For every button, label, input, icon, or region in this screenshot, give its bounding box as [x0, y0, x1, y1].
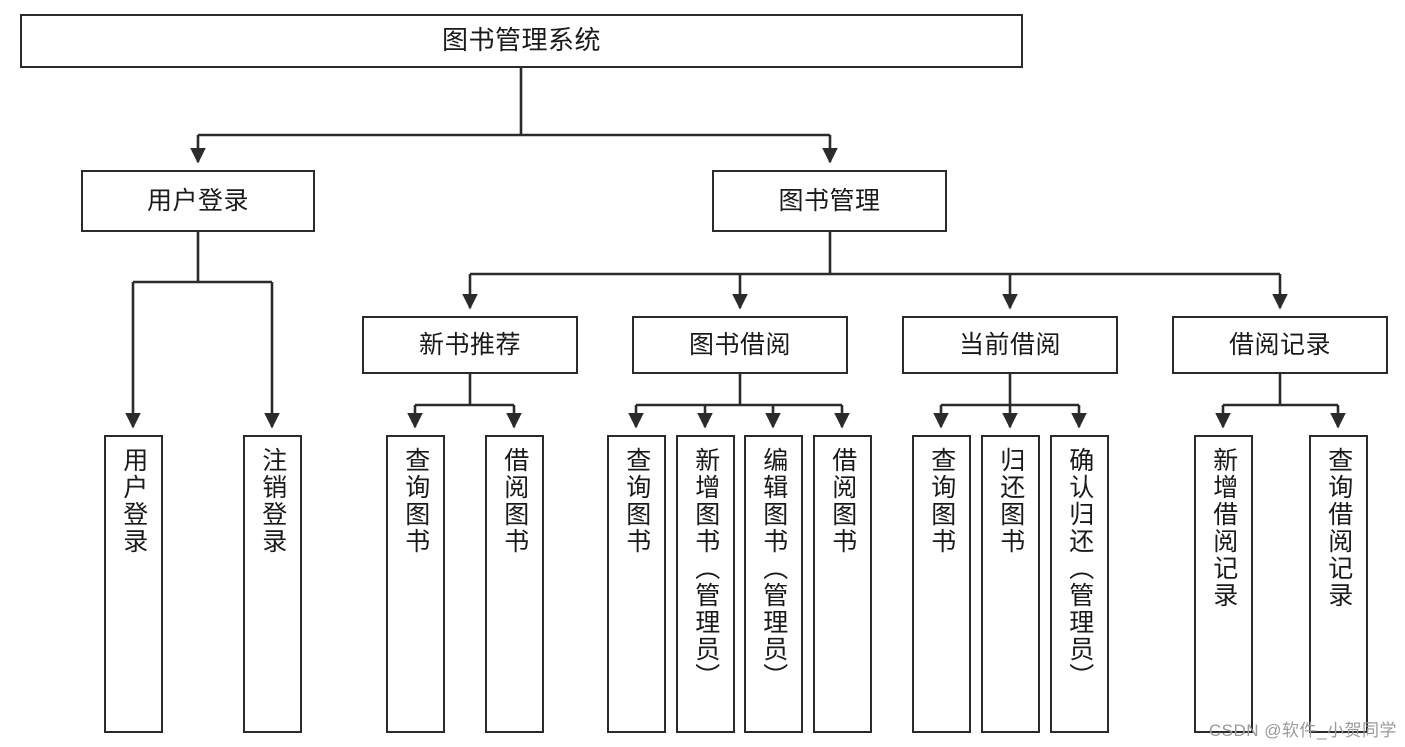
- node-label: 归还图书: [996, 447, 1025, 555]
- leaf-current-borrow-confirm-return[interactable]: 确认归还（管理员）: [1050, 435, 1109, 733]
- node-user-login[interactable]: 用户登录: [81, 170, 315, 232]
- node-label: 查询图书: [927, 447, 956, 555]
- leaf-user-login-logout[interactable]: 注销登录: [243, 435, 302, 733]
- node-label: 借阅图书: [500, 447, 529, 555]
- node-label: 新增借阅记录: [1209, 447, 1238, 609]
- node-label: 用户登录: [119, 447, 148, 555]
- node-book-management[interactable]: 图书管理: [712, 170, 947, 232]
- node-label: 查询图书: [622, 447, 651, 555]
- node-label: 确认归还（管理员）: [1065, 447, 1094, 690]
- node-book-borrow[interactable]: 图书借阅: [632, 316, 848, 374]
- node-label: 查询借阅记录: [1324, 447, 1353, 609]
- node-label: 借阅图书: [828, 447, 857, 555]
- node-label: 新书推荐: [418, 331, 521, 359]
- node-label: 编辑图书（管理员）: [759, 447, 788, 690]
- node-new-book-recommend[interactable]: 新书推荐: [362, 316, 578, 374]
- leaf-borrow-record-add[interactable]: 新增借阅记录: [1194, 435, 1253, 733]
- node-label: 用户登录: [146, 187, 249, 215]
- leaf-book-borrow-add[interactable]: 新增图书（管理员）: [676, 435, 735, 733]
- leaf-new-book-query[interactable]: 查询图书: [386, 435, 445, 733]
- leaf-user-login-login[interactable]: 用户登录: [104, 435, 163, 733]
- node-label: 图书管理: [778, 187, 881, 215]
- node-root-system[interactable]: 图书管理系统: [20, 14, 1023, 68]
- node-label: 注销登录: [258, 447, 287, 555]
- leaf-current-borrow-return[interactable]: 归还图书: [981, 435, 1040, 733]
- node-label: 图书管理系统: [441, 25, 601, 56]
- leaf-new-book-borrow[interactable]: 借阅图书: [485, 435, 544, 733]
- leaf-book-borrow-edit[interactable]: 编辑图书（管理员）: [744, 435, 803, 733]
- leaf-borrow-record-query[interactable]: 查询借阅记录: [1309, 435, 1368, 733]
- node-label: 图书借阅: [688, 331, 791, 359]
- node-label: 借阅记录: [1228, 331, 1331, 359]
- node-borrow-record[interactable]: 借阅记录: [1172, 316, 1388, 374]
- node-label: 查询图书: [401, 447, 430, 555]
- node-label: 新增图书（管理员）: [691, 447, 720, 690]
- node-current-borrow[interactable]: 当前借阅: [902, 316, 1118, 374]
- leaf-current-borrow-query[interactable]: 查询图书: [912, 435, 971, 733]
- leaf-book-borrow-query[interactable]: 查询图书: [607, 435, 666, 733]
- leaf-book-borrow-borrow[interactable]: 借阅图书: [813, 435, 872, 733]
- node-label: 当前借阅: [958, 331, 1061, 359]
